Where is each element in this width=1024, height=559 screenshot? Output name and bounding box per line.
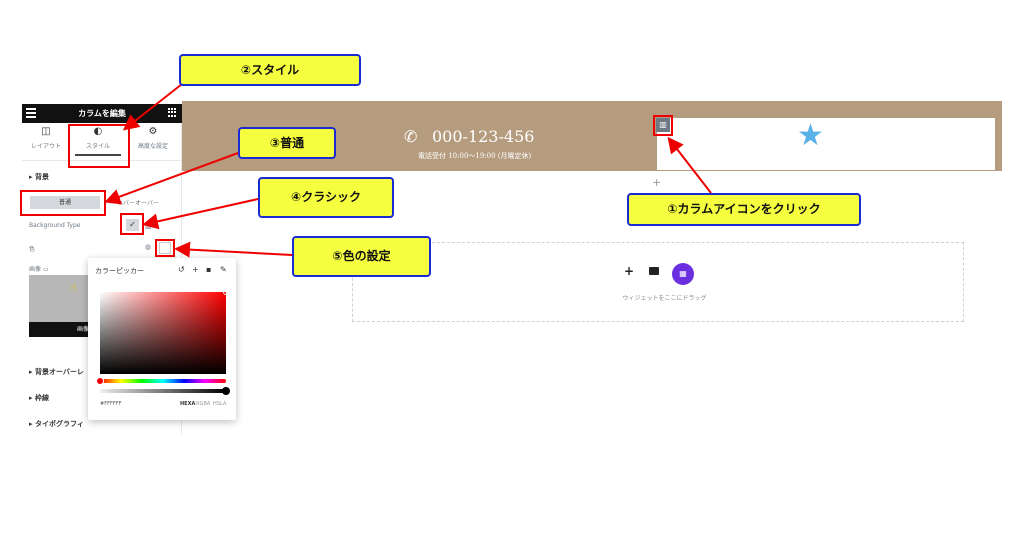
callout-style: ②スタイル <box>179 54 361 86</box>
hover-state-button[interactable]: ホバーオーバー <box>117 200 159 207</box>
arrow-column-icon <box>667 136 712 194</box>
phone-number: 000-123-456 <box>432 127 535 146</box>
border-section-toggle[interactable]: ▸ 枠線 <box>29 394 49 402</box>
classic-type-button[interactable]: ✓ <box>126 219 139 231</box>
add-color-icon[interactable]: + <box>192 265 199 274</box>
color-picker-title: カラーピッカー <box>95 267 144 275</box>
alpha-slider[interactable] <box>100 389 226 393</box>
business-hours: 電話受付 10:00〜19:00 (月曜定休) <box>418 152 532 160</box>
color-swatch[interactable] <box>159 242 171 254</box>
image-label: 画像 ▭ <box>29 266 49 273</box>
cursor-icon: ☝ <box>70 281 77 294</box>
add-icon[interactable]: + <box>652 176 662 189</box>
highlight-style-tab <box>68 124 130 168</box>
tab-advanced[interactable]: ⚙ 高度な設定 <box>129 126 177 150</box>
reset-icon[interactable]: ↺ <box>178 265 185 274</box>
highlight-color <box>155 239 175 257</box>
drop-zone[interactable] <box>352 242 964 322</box>
highlight-column-icon <box>653 115 673 136</box>
color-handle[interactable] <box>223 289 229 295</box>
callout-classic: ④クラシック <box>258 177 394 218</box>
background-section-toggle[interactable]: ▸ 背景 <box>29 173 49 181</box>
typography-section-toggle[interactable]: ▸ タイポグラフィ <box>29 420 84 428</box>
mode-hexa[interactable]: HEXA <box>180 401 196 407</box>
trash-icon[interactable]: ▪ <box>206 265 212 274</box>
arrow-color <box>174 241 293 258</box>
alpha-handle[interactable] <box>222 387 230 395</box>
callout-normal: ③普通 <box>238 127 336 159</box>
mode-hsla[interactable]: HSLA <box>213 401 227 407</box>
add-template-icon[interactable]: ▦ <box>672 263 694 285</box>
eyedropper-icon[interactable]: ✎ <box>220 265 227 274</box>
saturation-value-area[interactable] <box>100 292 226 374</box>
color-label: 色 <box>29 246 36 253</box>
gear-icon: ⚙ <box>148 126 158 137</box>
arrow-classic <box>142 198 259 230</box>
hue-slider[interactable] <box>100 379 226 383</box>
tab-style[interactable]: ◐ スタイル <box>74 126 122 150</box>
normal-state-button[interactable]: 普通 <box>30 196 100 209</box>
desktop-icon: ▭ <box>42 266 49 273</box>
callout-column-icon: ①カラムアイコンをクリック <box>627 193 861 226</box>
hex-value[interactable]: #FFFFFF <box>100 401 122 407</box>
overlay-section-toggle[interactable]: ▸ 背景オーバーレ <box>29 368 84 376</box>
active-tab-indicator <box>75 154 121 156</box>
arrow-normal <box>104 152 239 205</box>
column-edit-icon[interactable]: ▥ <box>656 118 670 132</box>
star-icon: ★ <box>797 118 824 153</box>
phone-icon: ✆ <box>404 127 418 146</box>
mode-rgba[interactable]: RGBA <box>196 401 211 407</box>
template-folder-icon[interactable] <box>649 267 659 275</box>
hamburger-icon[interactable] <box>26 108 36 119</box>
panel-topbar: カラムを編集 <box>22 104 182 123</box>
drop-zone-text: ウィジェットをここにドラッグ <box>622 295 707 302</box>
background-type-label: Background Type <box>29 222 81 229</box>
tabs-divider <box>22 160 182 161</box>
tab-layout[interactable]: ◫ レイアウト <box>22 126 70 150</box>
panel-title: カラムを編集 <box>78 109 126 118</box>
contrast-icon: ◐ <box>93 126 103 137</box>
layout-icon: ◫ <box>41 126 51 137</box>
globe-icon[interactable]: ◍ <box>145 243 152 251</box>
hue-handle[interactable] <box>96 377 104 385</box>
callout-color: ⑤色の設定 <box>292 236 431 277</box>
arrow-style <box>122 83 183 131</box>
widgets-grid-icon[interactable] <box>168 108 177 117</box>
add-section-icon[interactable]: + <box>624 264 635 278</box>
column-area[interactable] <box>657 118 995 170</box>
